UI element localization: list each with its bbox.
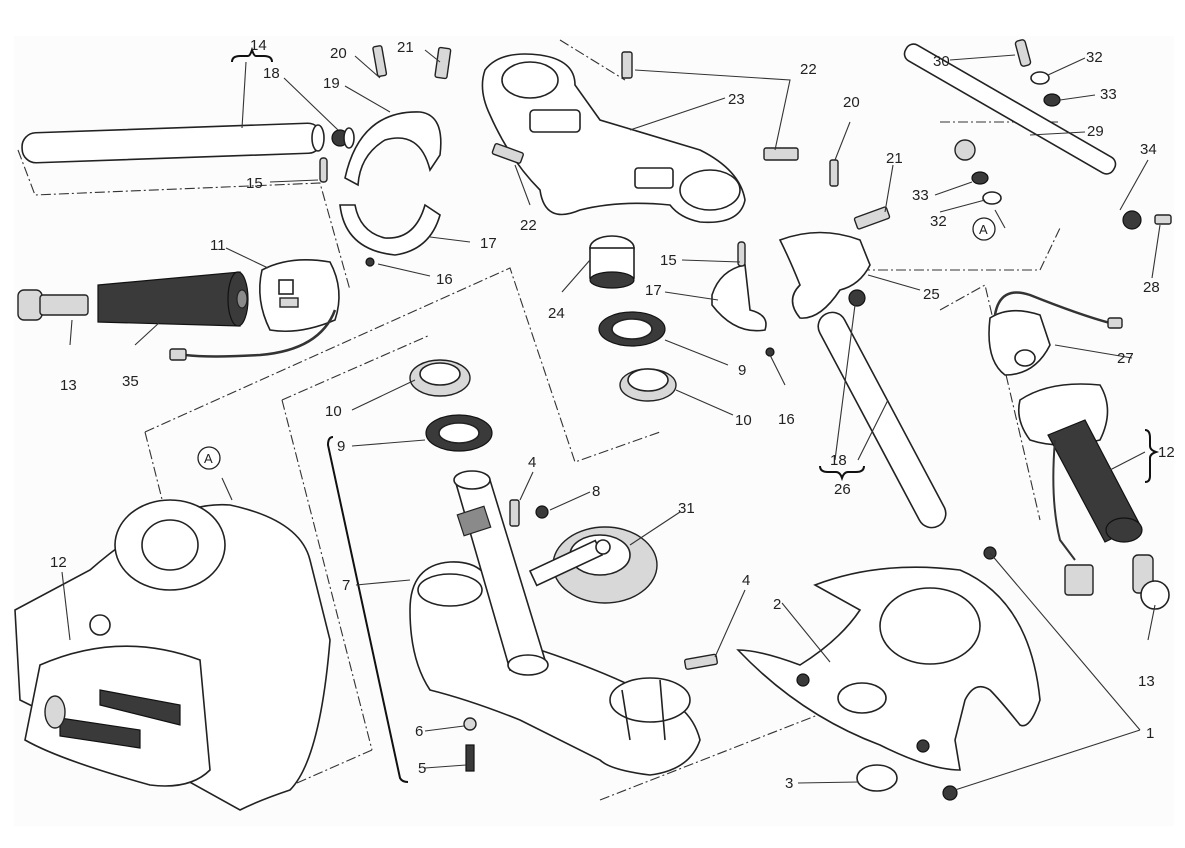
switch-housing-right	[988, 291, 1123, 376]
callout-32: 32	[930, 213, 947, 230]
callout-29: 29	[1087, 123, 1104, 140]
callout-25: 25	[923, 286, 940, 303]
callout-10: 10	[735, 412, 752, 429]
dust-seal-upper	[598, 311, 666, 347]
callout-22: 22	[520, 217, 537, 234]
callout-33: 33	[912, 187, 929, 204]
callout-3: 3	[785, 775, 793, 792]
horn	[528, 526, 658, 604]
callout-2: 2	[773, 596, 781, 613]
callout-31: 31	[678, 500, 695, 517]
callout-14: 14	[250, 37, 267, 54]
callout-6: 6	[415, 723, 423, 740]
callout-17: 17	[480, 235, 497, 252]
callout-35: 35	[122, 373, 139, 390]
reference-marker-text: A	[204, 451, 213, 466]
callout-22: 22	[800, 61, 817, 78]
callout-labels: 14 18 19 20 21 15 17 16 11 13 35 22 22 2…	[50, 37, 1175, 792]
callout-17: 17	[645, 282, 662, 299]
callout-26: 26	[834, 481, 851, 498]
switch-cable-left	[169, 309, 337, 361]
callout-21: 21	[886, 150, 903, 167]
throttle-grip-right	[1017, 383, 1143, 543]
throttle-connector	[1052, 439, 1094, 596]
handlebar-clamp-lower-left	[339, 203, 441, 267]
callout-20: 20	[330, 45, 347, 62]
handlebar-clamp-lower-right	[711, 241, 775, 357]
callout-13: 13	[60, 377, 77, 394]
reference-marker-a-left: A	[197, 446, 233, 501]
handlebar-tube-right	[817, 289, 947, 529]
bar-end-weight-right	[1132, 554, 1170, 610]
reference-marker-text: A	[979, 222, 988, 237]
callout-18: 18	[263, 65, 280, 82]
triple-clamp-bolts	[491, 51, 799, 164]
callout-12: 12	[50, 554, 67, 571]
callout-19: 19	[323, 75, 340, 92]
reference-marker-a-right: A	[972, 209, 1006, 241]
callout-30: 30	[933, 53, 950, 70]
handlebar-plug-left	[331, 127, 355, 149]
leader-lines	[61, 49, 1161, 791]
callout-15: 15	[246, 175, 263, 192]
callout-10: 10	[325, 403, 342, 420]
yoke-fasteners	[463, 499, 718, 772]
steering-stem	[453, 470, 549, 676]
lower-triple-clamp	[409, 561, 701, 776]
callout-8: 8	[592, 483, 600, 500]
callout-11: 11	[210, 237, 226, 254]
callout-7: 7	[342, 577, 350, 594]
upper-triple-clamp	[481, 53, 746, 224]
handlebar-clamp-right	[778, 159, 891, 319]
callout-5: 5	[418, 760, 426, 777]
callout-23: 23	[728, 91, 745, 108]
callout-34: 34	[1140, 141, 1157, 158]
clamp-bolts-left	[319, 45, 452, 183]
callout-24: 24	[548, 305, 565, 322]
callout-15: 15	[660, 252, 677, 269]
dust-seal-lower	[425, 414, 493, 452]
callout-33: 33	[1100, 86, 1117, 103]
callout-16: 16	[778, 411, 795, 428]
steering-nut	[589, 235, 635, 289]
bar-end-weight-left	[17, 289, 89, 321]
callout-32: 32	[1086, 49, 1103, 66]
fairing-bracket	[736, 546, 1041, 801]
callout-4: 4	[528, 454, 536, 471]
handlebar-clamp-upper-left	[344, 111, 442, 187]
callout-9: 9	[738, 362, 746, 379]
bearing-lower	[409, 359, 471, 397]
callout-20: 20	[843, 94, 860, 111]
switch-housing-left	[259, 258, 340, 333]
group-braces	[231, 46, 1160, 783]
callout-4: 4	[742, 572, 750, 589]
callout-12: 12	[1158, 444, 1175, 461]
grip-left	[97, 271, 249, 327]
callout-9: 9	[337, 438, 345, 455]
callout-13: 13	[1138, 673, 1155, 690]
handlebar-tube-left	[21, 122, 325, 164]
callout-1: 1	[1146, 725, 1154, 742]
callout-27: 27	[1117, 350, 1134, 367]
callout-21: 21	[397, 39, 414, 56]
instrument-housing-left	[14, 499, 331, 811]
callout-18: 18	[830, 452, 847, 469]
callout-16: 16	[436, 271, 453, 288]
grommet	[856, 764, 898, 792]
bearing-upper	[619, 368, 677, 402]
callout-28: 28	[1143, 279, 1160, 296]
